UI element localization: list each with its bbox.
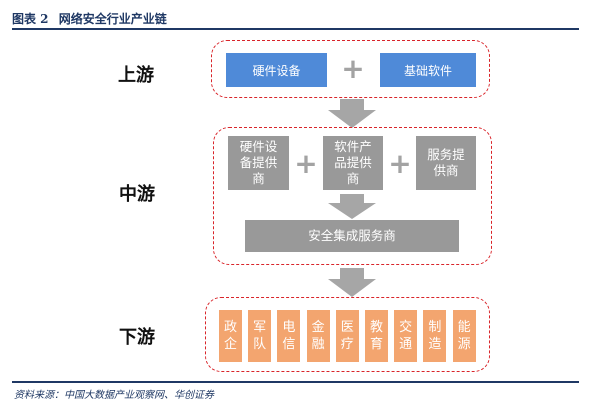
upstream-item-hardware: 硬件设备: [226, 53, 327, 87]
midstream-item-software-provider: 软件产 品提供 商: [323, 136, 383, 190]
midstream-region: [213, 127, 492, 265]
figure-label: 图表 2: [12, 12, 49, 26]
downstream-item-telecom: 电 信: [277, 310, 301, 362]
down-arrow-icon: [328, 99, 376, 128]
footer-rule: [12, 381, 579, 383]
downstream-item-transport: 交 通: [394, 310, 418, 362]
source-note: 资料来源：中国大数据产业观察网、华创证券: [14, 390, 214, 401]
upstream-item-software: 基础软件: [380, 53, 476, 87]
plus-icon: +: [388, 147, 412, 180]
downstream-item-energy: 能 源: [452, 310, 476, 362]
figure-title: 网络安全行业产业链: [58, 12, 167, 26]
plus-icon: +: [294, 147, 318, 180]
stage-label-upstream: 上游: [118, 65, 154, 86]
downstream-region: [205, 297, 490, 372]
plus-icon: +: [341, 52, 365, 85]
downstream-item-healthcare: 医 疗: [335, 310, 359, 362]
downstream-item-education: 教 育: [365, 310, 388, 362]
down-arrow-icon: [328, 194, 376, 219]
down-arrow-icon: [328, 268, 376, 297]
upstream-region: [211, 40, 490, 98]
stage-label-downstream: 下游: [119, 327, 155, 348]
header-rule: [12, 28, 579, 30]
midstream-item-hardware-provider: 硬件设 备提供 商: [228, 136, 289, 190]
midstream-integration-box: 安全集成服务商: [245, 220, 459, 252]
downstream-item-manufacturing: 制 造: [423, 310, 447, 362]
figure-header: 图表 2 网络安全行业产业链: [12, 10, 173, 27]
stage-label-midstream: 中游: [119, 184, 155, 205]
downstream-item-military: 军 队: [248, 310, 272, 362]
midstream-item-service-provider: 服务提 供商: [416, 136, 476, 190]
downstream-item-finance: 金 融: [306, 310, 330, 362]
downstream-item-government: 政 企: [219, 310, 242, 362]
